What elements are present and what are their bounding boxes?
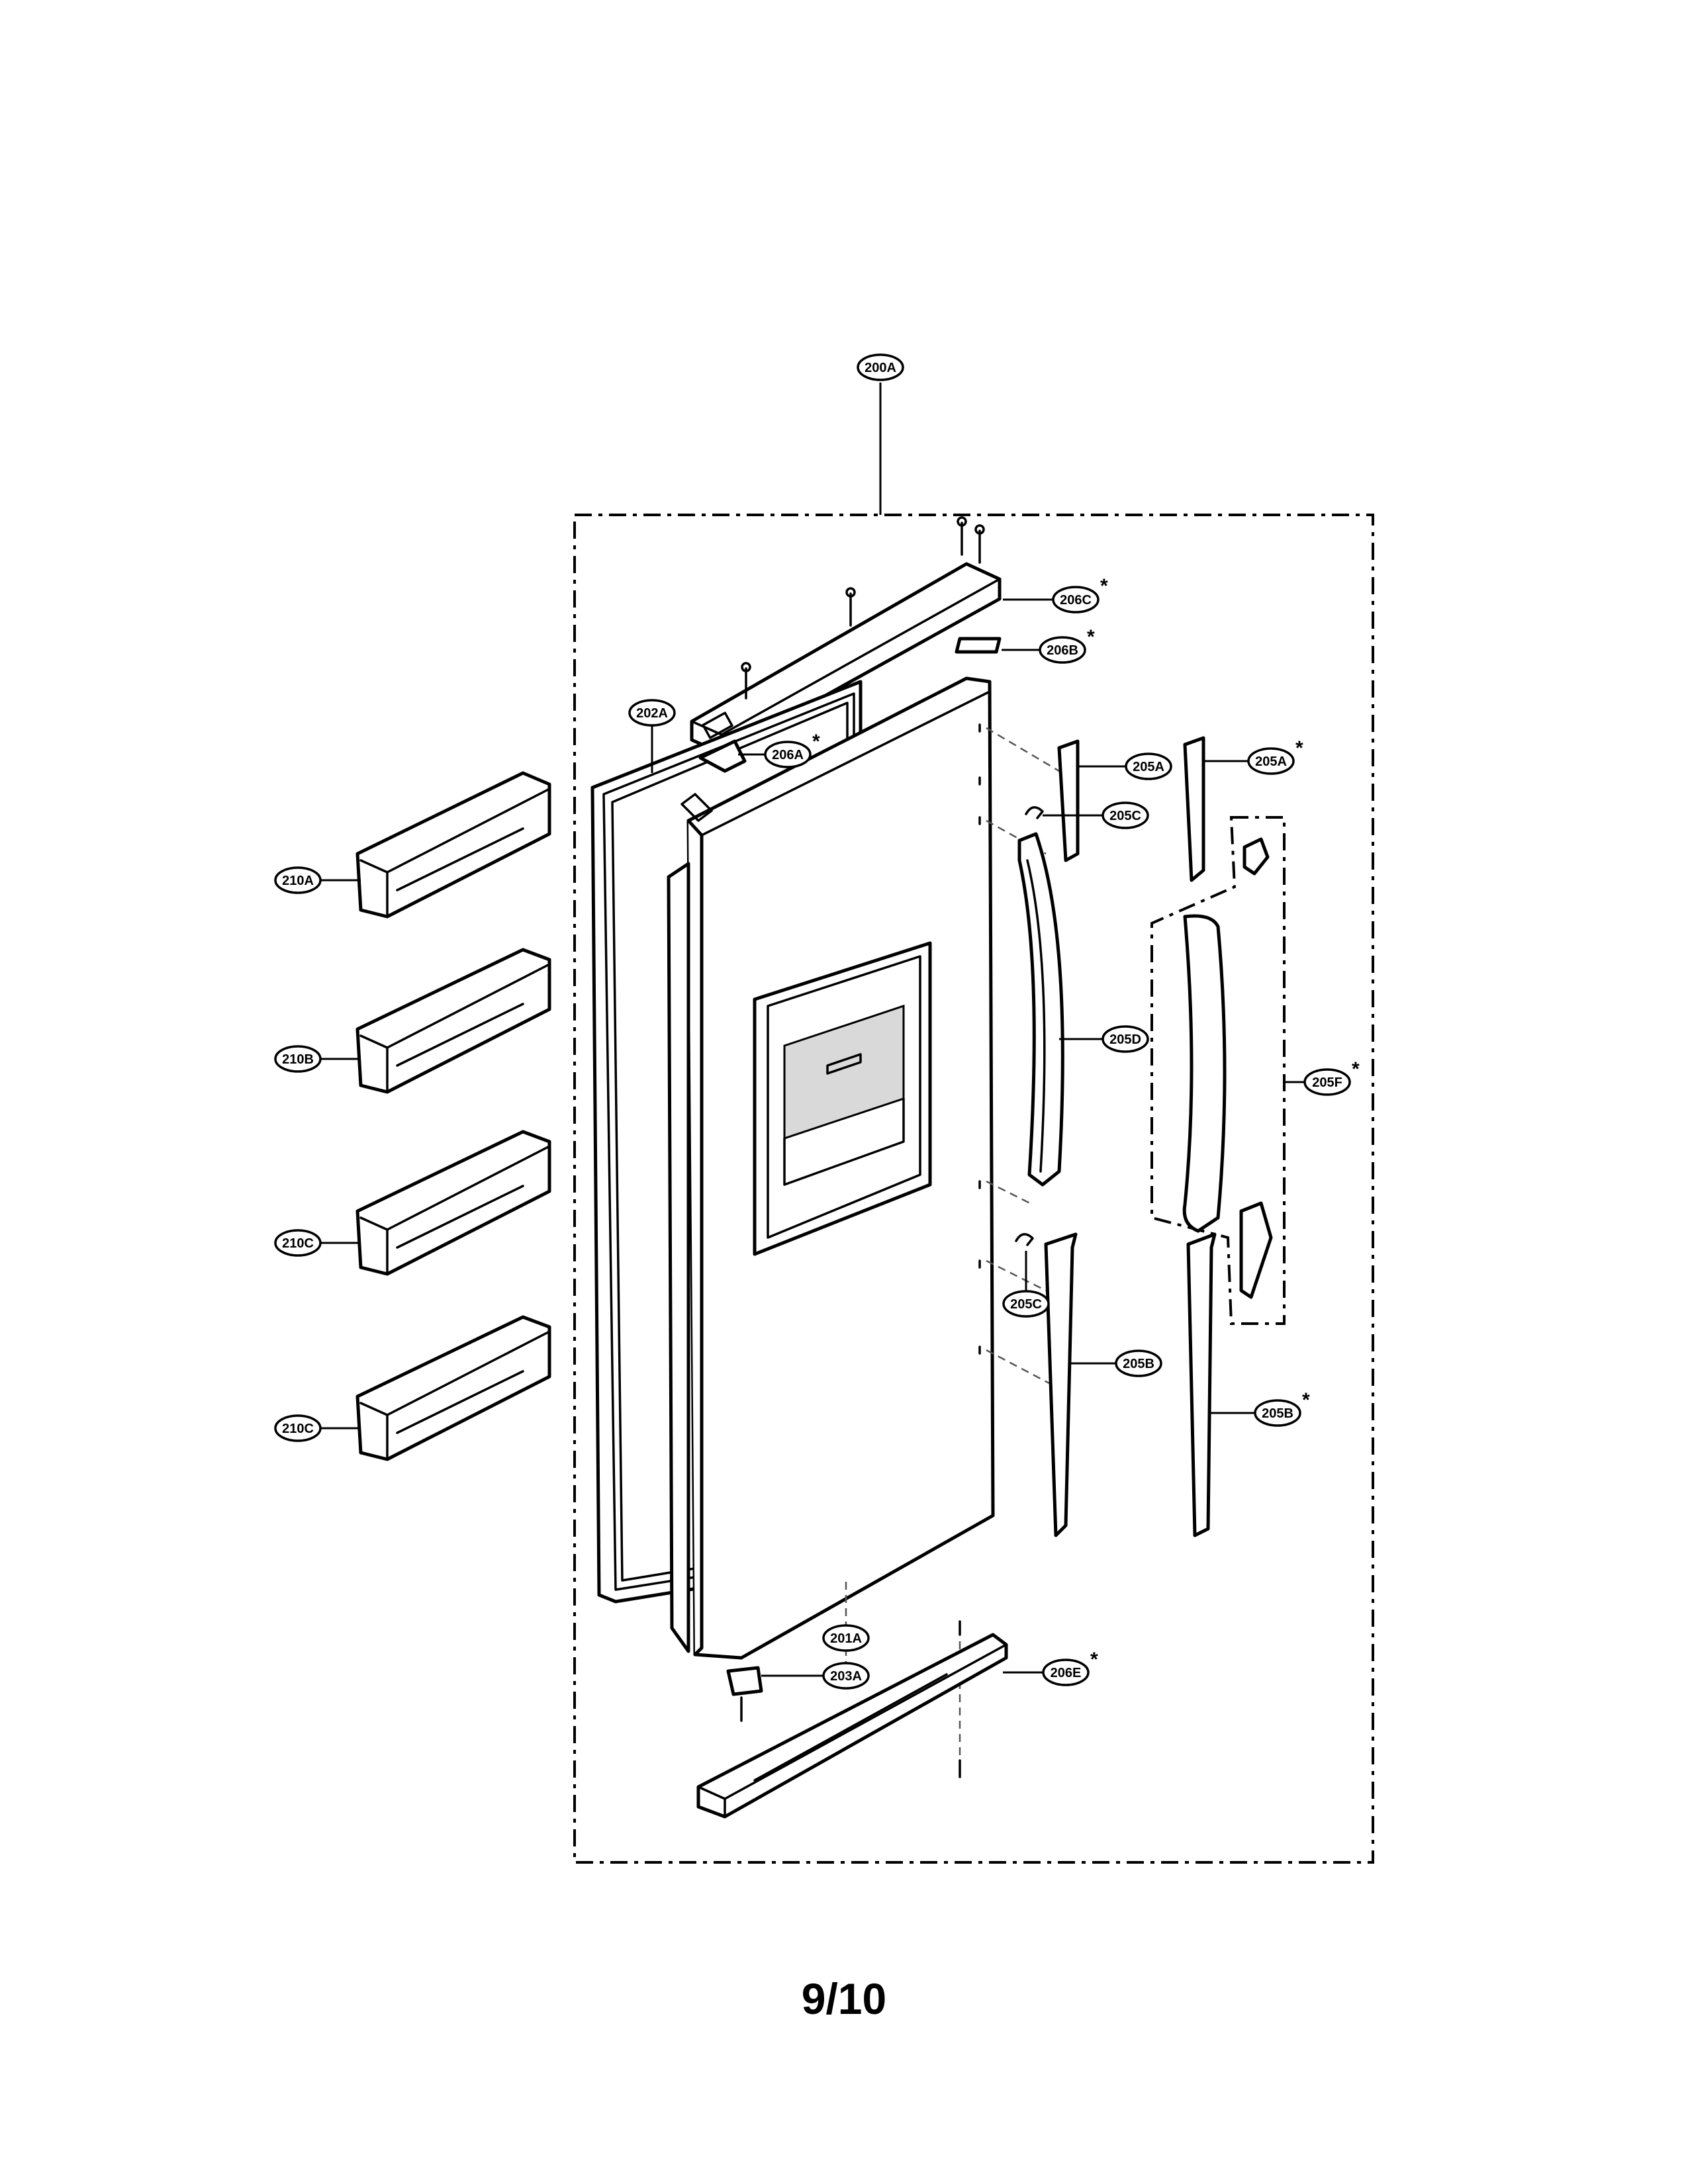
svg-text:205D: 205D xyxy=(1109,1032,1141,1047)
svg-text:206B: 206B xyxy=(1047,643,1078,658)
callout-205C-lower: 205C xyxy=(1002,1290,1050,1318)
handle-assembly-alt-part xyxy=(1150,816,1286,1325)
svg-text:201A: 201A xyxy=(830,1631,862,1646)
handle-cap-bottom-alt-part xyxy=(1186,1232,1217,1537)
hinge-part xyxy=(726,1666,763,1722)
handle-cap-top-part xyxy=(1057,739,1080,862)
svg-text:205C: 205C xyxy=(1109,809,1141,823)
svg-text:205B: 205B xyxy=(1123,1357,1154,1371)
callout-210C-1: 210C xyxy=(274,1229,322,1257)
callout-210A: 210A xyxy=(274,866,322,894)
svg-text:205A: 205A xyxy=(1133,760,1164,774)
callout-200A: 200A xyxy=(857,353,904,381)
svg-text:203A: 203A xyxy=(830,1669,862,1684)
svg-text:205C: 205C xyxy=(1010,1297,1042,1312)
callout-205C-upper: 205C xyxy=(1102,801,1149,829)
svg-text:205B: 205B xyxy=(1262,1406,1293,1421)
handle-part xyxy=(1017,832,1064,1187)
svg-text:202A: 202A xyxy=(636,706,668,721)
callout-203A: 203A xyxy=(822,1662,870,1690)
handle-cap-bottom-part xyxy=(1044,1232,1078,1537)
door-basket-3 xyxy=(355,1130,551,1276)
door-basket-2 xyxy=(355,948,551,1094)
callout-206C: 206C * xyxy=(1052,575,1108,614)
svg-text:*: * xyxy=(1087,626,1095,648)
svg-text:*: * xyxy=(1352,1058,1360,1080)
callout-206A: 206A * xyxy=(764,731,820,768)
svg-text:205A: 205A xyxy=(1255,754,1287,769)
bottom-cover-part xyxy=(696,1620,1008,1819)
door-basket-1 xyxy=(355,771,551,919)
door-basket-4 xyxy=(355,1315,551,1461)
svg-text:*: * xyxy=(1090,1649,1098,1670)
callout-210C-2: 210C xyxy=(274,1414,322,1442)
svg-text:200A: 200A xyxy=(865,361,896,375)
svg-text:205F: 205F xyxy=(1312,1075,1342,1090)
top-cover-bracket-part xyxy=(955,637,1002,654)
handle-bolt-lower-part xyxy=(1015,1233,1034,1246)
handle-cap-top-alt-part xyxy=(1183,736,1205,882)
callout-205B: 205B xyxy=(1115,1349,1162,1377)
callout-205B-alt: 205B * xyxy=(1254,1389,1310,1427)
assembly-boundary xyxy=(573,514,1374,1864)
svg-text:*: * xyxy=(1295,737,1303,759)
callout-205D: 205D xyxy=(1102,1025,1149,1053)
door-body-part xyxy=(667,676,995,1660)
svg-text:210A: 210A xyxy=(282,874,314,888)
callout-202A: 202A xyxy=(628,699,676,727)
svg-text:210C: 210C xyxy=(282,1422,314,1436)
svg-text:206C: 206C xyxy=(1060,593,1092,608)
callout-201A: 201A xyxy=(822,1624,870,1652)
callout-206E: 206E * xyxy=(1042,1649,1098,1686)
svg-text:210C: 210C xyxy=(282,1236,314,1251)
callout-205A: 205A xyxy=(1125,752,1172,780)
svg-text:210B: 210B xyxy=(282,1052,314,1067)
callout-205A-alt: 205A * xyxy=(1247,737,1303,775)
callout-210B: 210B xyxy=(274,1045,322,1073)
handle-bolt-upper-part xyxy=(1025,806,1044,819)
svg-text:*: * xyxy=(1100,575,1108,597)
callout-206B: 206B * xyxy=(1039,626,1095,664)
callout-205F: 205F * xyxy=(1303,1058,1360,1096)
svg-text:*: * xyxy=(1302,1389,1310,1411)
svg-text:206A: 206A xyxy=(772,748,804,762)
svg-text:*: * xyxy=(812,731,820,752)
page-number: 9/10 xyxy=(801,1974,887,2023)
svg-text:206E: 206E xyxy=(1051,1666,1082,1680)
